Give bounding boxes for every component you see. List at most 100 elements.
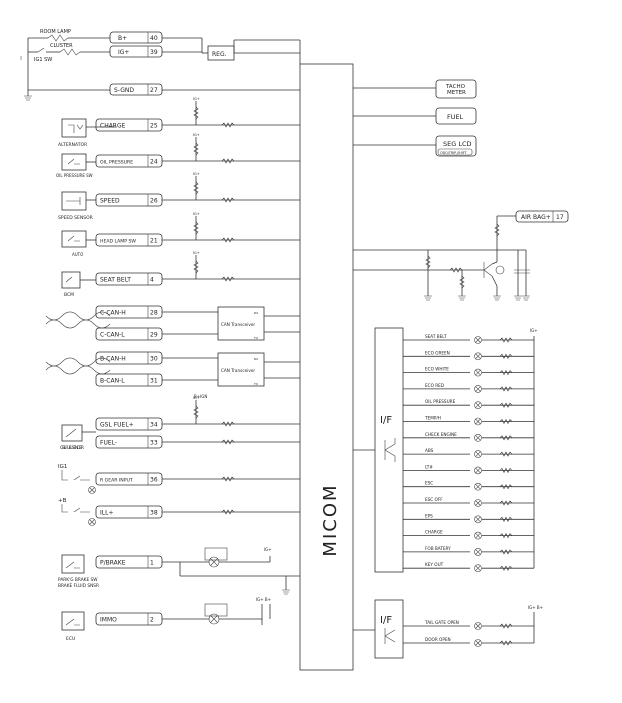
- pin-number: 30: [150, 356, 158, 363]
- pin-number: 24: [150, 159, 158, 166]
- indicator-label: OIL PRESSURE: [425, 399, 456, 404]
- pin-row-4: OIL PRESSURE 24: [95, 154, 300, 168]
- pin-s-gnd: S-GND 27: [109, 83, 300, 96]
- ecu-label: ECU: [66, 636, 75, 642]
- lamp-cross: [475, 435, 481, 441]
- pin-label: IMMO: [100, 617, 117, 624]
- resistor: [499, 549, 513, 555]
- ig-b-plus-label: IG+ B+: [256, 597, 271, 602]
- pullup-supply-label: IG+: [193, 251, 200, 255]
- b-ign-label: B+IGN: [194, 394, 207, 399]
- plus-b-label: +B: [58, 498, 67, 504]
- resistor: [499, 623, 513, 629]
- resistor: [221, 197, 235, 203]
- resistor: [221, 421, 235, 427]
- b-can-twisted-pair: [45, 357, 111, 375]
- lamp-cross: [475, 623, 481, 629]
- pin-label: CHARGE: [100, 123, 126, 130]
- lamp-cross: [475, 353, 481, 360]
- pullup-resistor-0: IG+: [193, 97, 200, 125]
- indicator-8: LT#: [403, 464, 534, 475]
- resistor: [193, 260, 199, 274]
- pin-number: 29: [150, 332, 158, 339]
- lamp-cross: [475, 418, 481, 425]
- indicator-2: ECO WHITE: [403, 367, 534, 377]
- indicator-label: CHECK ENGINE: [425, 432, 457, 437]
- pin-label: SPEED: [100, 198, 120, 205]
- lamp-cross: [475, 451, 481, 457]
- pin-number: 38: [150, 510, 158, 517]
- lamp-cross: [475, 386, 481, 392]
- pin-ig-plus: IG+ 39: [109, 45, 163, 58]
- pin-label: OIL PRESSURE: [100, 160, 133, 166]
- cluster-label: CLUSTER: [50, 43, 73, 49]
- indicator-label: ECO RED: [425, 383, 444, 388]
- seg-lcd-sub-label: ODO/TRIP,SHIFT: [440, 151, 468, 155]
- pin-number: 39: [150, 49, 158, 56]
- if-label-top: I/F: [380, 415, 392, 426]
- lamp-icon: [474, 639, 482, 647]
- lamp-icon: [474, 466, 482, 475]
- top-supply-section: ROOM LAMP CLUSTER IG1 SW ▯: [20, 29, 110, 101]
- resistor: [499, 418, 513, 425]
- pullup-supply-label: IG+: [193, 212, 200, 216]
- seg-lcd-label: SEG LCD: [443, 140, 472, 148]
- lamp-cross: [475, 516, 481, 523]
- indicator-13: FOB BATERY: [403, 546, 534, 556]
- indicator-1: ECO GREEN: [403, 350, 534, 361]
- resistor: [499, 640, 513, 646]
- indicator-14: KEY OUT: [403, 562, 534, 573]
- pin-b-plus: B+ 40: [109, 31, 163, 44]
- resistor: [499, 353, 513, 359]
- regulator: REG.: [162, 37, 301, 64]
- resistor: [221, 276, 235, 282]
- pin-number: 21: [150, 238, 158, 245]
- speed-sensor-label: SPEED SENSOR: [58, 215, 93, 221]
- resistor: [221, 237, 235, 243]
- resistor: [193, 106, 199, 120]
- rx-mark: RX: [254, 357, 258, 361]
- pin-number: 28: [150, 310, 158, 317]
- pin-label: GSL FUEL+: [100, 422, 134, 429]
- indicator-4: OIL PRESSURE: [403, 399, 534, 410]
- lamp-icon: [474, 515, 482, 524]
- pin-label: FUEL-: [100, 440, 117, 447]
- pullup-resistor-1: IG+: [193, 133, 200, 161]
- indicator-label: FOB BATERY: [425, 546, 451, 551]
- indicator-6: CHECK ENGINE: [403, 432, 534, 442]
- indicator-10: ESC OFF: [403, 497, 534, 507]
- lamp-icon: [474, 531, 482, 540]
- indicator-label: LT#: [425, 464, 433, 469]
- lamp-cross: [475, 640, 481, 646]
- pin-label: ILL+: [100, 510, 113, 517]
- oil-pressure-sw-label: OIL PRESSURE SW: [56, 173, 93, 178]
- lamp-icon: [474, 548, 482, 556]
- rx-mark: RX: [254, 311, 258, 315]
- pin-number: 33: [150, 440, 158, 447]
- indicator-5: TEMP/H: [403, 416, 534, 426]
- lamp-cross: [475, 565, 481, 571]
- indicator-label: ESC OFF: [425, 497, 443, 502]
- resistor: [499, 435, 513, 441]
- pin-number: 4: [150, 277, 154, 284]
- c-can-transceiver-label: CAN Transceiver: [221, 322, 255, 327]
- indicator-11: EPS: [403, 513, 534, 524]
- pin-number: 34: [150, 422, 158, 429]
- lamp-icon: [474, 417, 482, 426]
- resistor: [499, 386, 513, 392]
- ig1-label: IG1: [58, 464, 67, 470]
- pullup-supply-label: IG+: [193, 396, 200, 400]
- resistor: [499, 532, 513, 539]
- pin-number: 36: [150, 477, 158, 484]
- lamp-icon: [474, 401, 482, 410]
